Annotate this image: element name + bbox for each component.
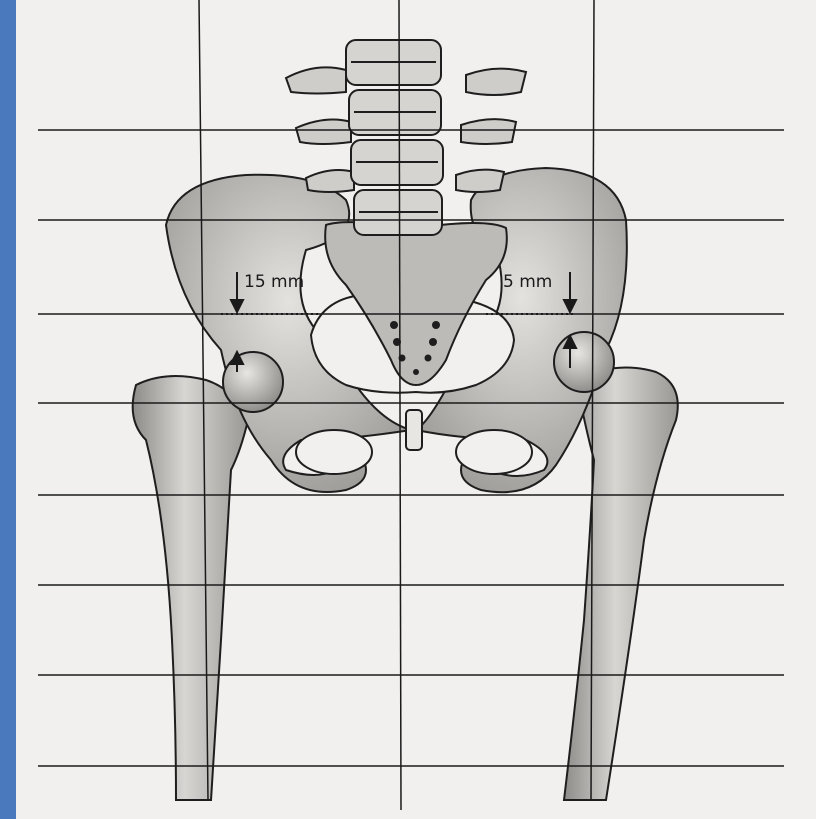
- right-obturator-foramen: [456, 430, 532, 474]
- figure-panel: 15 mm 5 mm: [16, 0, 816, 819]
- right-measurement-label: 5 mm: [503, 272, 552, 292]
- left-obturator-foramen: [296, 430, 372, 474]
- left-measurement-label: 15 mm: [244, 272, 304, 292]
- left-femur: [133, 376, 248, 800]
- pubic-symphysis: [406, 410, 422, 450]
- pelvis-drawing: [16, 0, 816, 819]
- right-femoral-head: [554, 332, 614, 392]
- right-femur: [564, 368, 678, 801]
